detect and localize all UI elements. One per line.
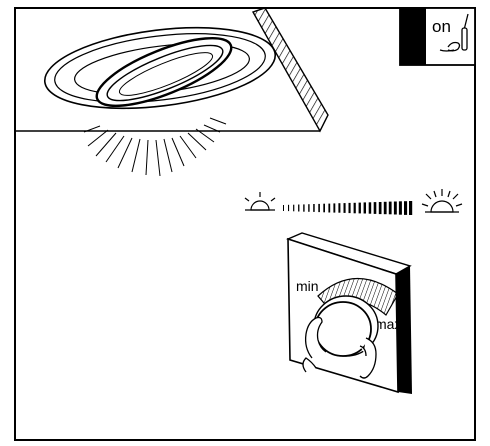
brightness-bar [308,204,310,212]
hand-right-icon [359,337,377,379]
brightness-bar [283,205,284,211]
brightness-bar [393,201,397,215]
bright-lamp-icon [421,189,463,213]
brightness-bar [383,201,387,215]
brightness-bar [298,204,300,212]
brightness-bar [313,204,315,212]
recessed-spotlight [43,26,277,110]
switch-hand-icon [439,13,469,52]
brightness-bar [343,203,346,213]
brightness-bar [348,202,351,214]
brightness-bar [328,203,331,213]
brightness-bar [373,202,377,214]
dimmer-switch: min max [286,232,412,394]
brightness-bar [288,204,290,212]
brightness-bar [303,204,305,212]
dimmer-min-label: min [296,278,319,294]
brightness-bar [338,203,341,213]
brightness-bar [388,201,392,215]
brightness-bar [353,202,356,214]
brightness-bar [293,204,295,212]
brightness-bar [368,202,372,214]
brightness-bar [323,203,325,213]
ceiling-panel [15,7,329,133]
brightness-bar [404,201,408,215]
exclamation-mark: ! [405,14,420,66]
brightness-bar [409,201,413,215]
brightness-bars [283,201,413,215]
light-rays [83,117,227,177]
brightness-bar [318,203,320,213]
brightness-bar [398,201,402,215]
badge-status-text: on [432,17,451,36]
brightness-bar [333,203,336,213]
power-on-badge: ! on [399,7,476,66]
brightness-scale [244,189,463,215]
warning-block [400,8,426,65]
brightness-bar [378,202,382,215]
brightness-bar [358,202,361,214]
brightness-bar [363,202,366,214]
hand-left-icon [302,316,327,373]
dimmer-plate-side [396,266,412,394]
dim-lamp-icon [244,192,276,211]
dimmer-max-label: max [375,316,401,332]
dimmer-knob[interactable] [313,295,379,357]
outer-frame [14,7,476,441]
